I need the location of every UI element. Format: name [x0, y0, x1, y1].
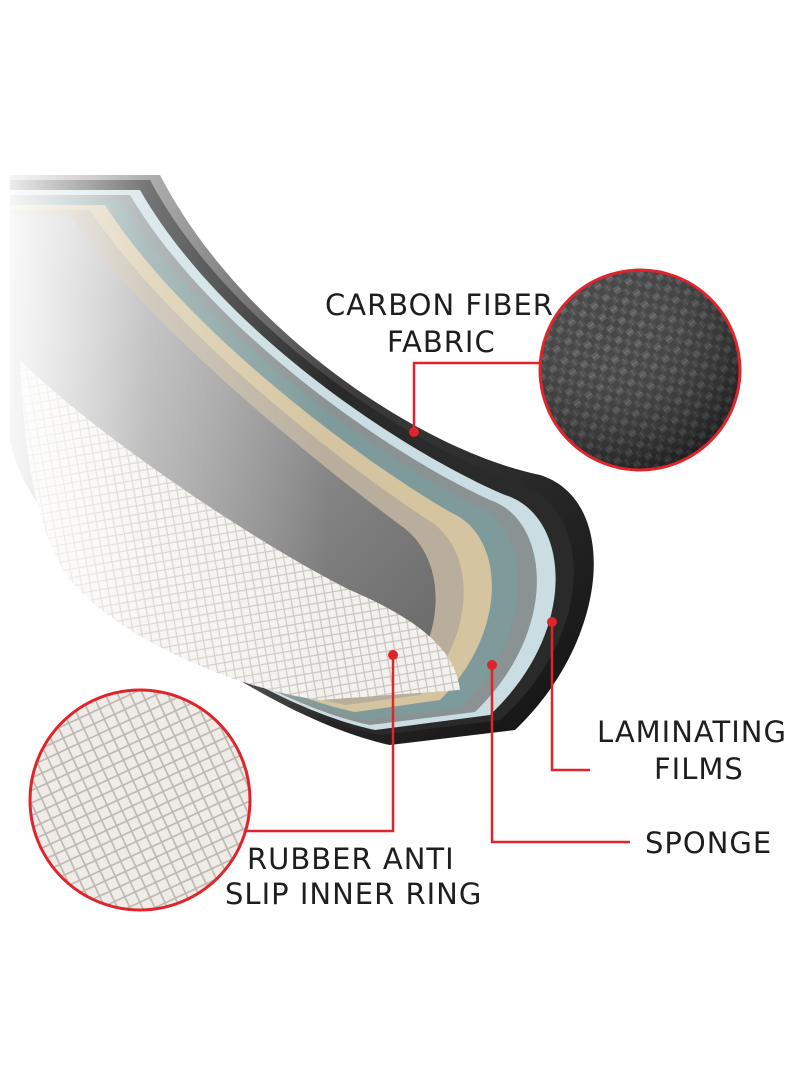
callout-line-laminating [550, 622, 590, 772]
callout-line-sponge [490, 665, 630, 844]
left-fade-overlay [0, 170, 330, 760]
callout-line-carbon [412, 361, 540, 432]
carbon-fiber-zoom [538, 268, 742, 472]
callout-line-rubber [245, 655, 395, 833]
rubber-texture-zoom [28, 688, 252, 912]
label-rubber-line2: SLIP INNER RING [225, 877, 482, 911]
callout-dots [388, 427, 557, 670]
callout-dot-carbon [409, 427, 419, 437]
label-laminating-line1: LAMINATING [597, 715, 787, 749]
label-carbon-fiber-line2: FABRIC [387, 325, 496, 359]
callout-dot-rubber [388, 650, 398, 660]
callout-dot-sponge [487, 660, 497, 670]
headband-cross-section [0, 170, 594, 760]
label-rubber-line1: RUBBER ANTI [247, 842, 455, 876]
label-sponge: SPONGE [645, 826, 772, 860]
callout-dot-laminating [547, 617, 557, 627]
label-laminating-line2: FILMS [654, 752, 744, 786]
label-carbon-fiber-line1: CARBON FIBER [325, 288, 554, 322]
callout-lines [245, 361, 630, 844]
